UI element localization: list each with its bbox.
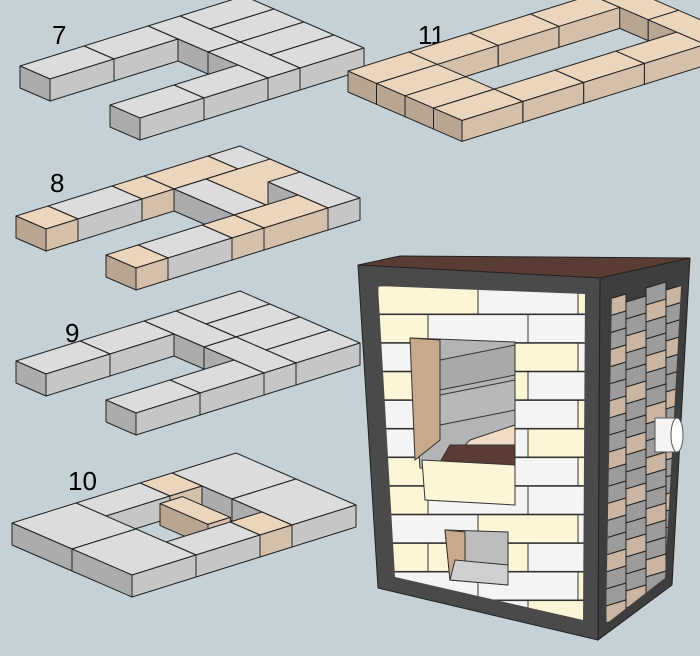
ash-pit-opening (444, 529, 509, 586)
brick-end (105, 399, 137, 436)
front-brick (527, 485, 585, 515)
front-brick (477, 571, 579, 601)
brick-end (15, 360, 47, 397)
side-brick (665, 606, 682, 624)
flue-pipe (654, 417, 684, 453)
brick-end (71, 548, 133, 598)
brick-layer (11, 452, 357, 598)
side-brick (625, 618, 647, 624)
front-brick (527, 314, 585, 344)
brick (15, 340, 111, 397)
brick-layer (15, 145, 361, 291)
firebox-opening (409, 337, 516, 506)
brick-layer (347, 0, 700, 142)
side-brick (665, 589, 682, 614)
brick (109, 84, 205, 141)
brick (433, 88, 524, 142)
brick (105, 379, 201, 436)
brick-end (15, 215, 47, 252)
step-label-8: 8 (50, 168, 65, 198)
front-brick (527, 371, 585, 401)
brick-layer (15, 290, 361, 436)
brick-layer (19, 0, 365, 141)
side-brick (645, 604, 667, 624)
step-label-10: 10 (68, 466, 97, 496)
step-label-7: 7 (52, 20, 67, 50)
front-brick (577, 399, 585, 429)
front-brick (577, 286, 585, 315)
front-brick (577, 571, 585, 601)
front-brick (577, 457, 585, 487)
brick (71, 528, 197, 598)
brick (15, 205, 79, 252)
brick (105, 244, 169, 291)
front-brick (577, 514, 585, 544)
front-brick (527, 428, 585, 458)
brick-end (105, 254, 137, 291)
front-brick (378, 286, 479, 315)
brick-end (109, 104, 141, 141)
brick (19, 45, 115, 102)
front-brick (577, 342, 585, 372)
brick-end (19, 65, 51, 102)
front-brick (527, 542, 585, 572)
front-brick (378, 600, 429, 620)
step-label-9: 9 (65, 318, 80, 348)
front-brick (427, 314, 529, 344)
brick-end (433, 107, 463, 142)
